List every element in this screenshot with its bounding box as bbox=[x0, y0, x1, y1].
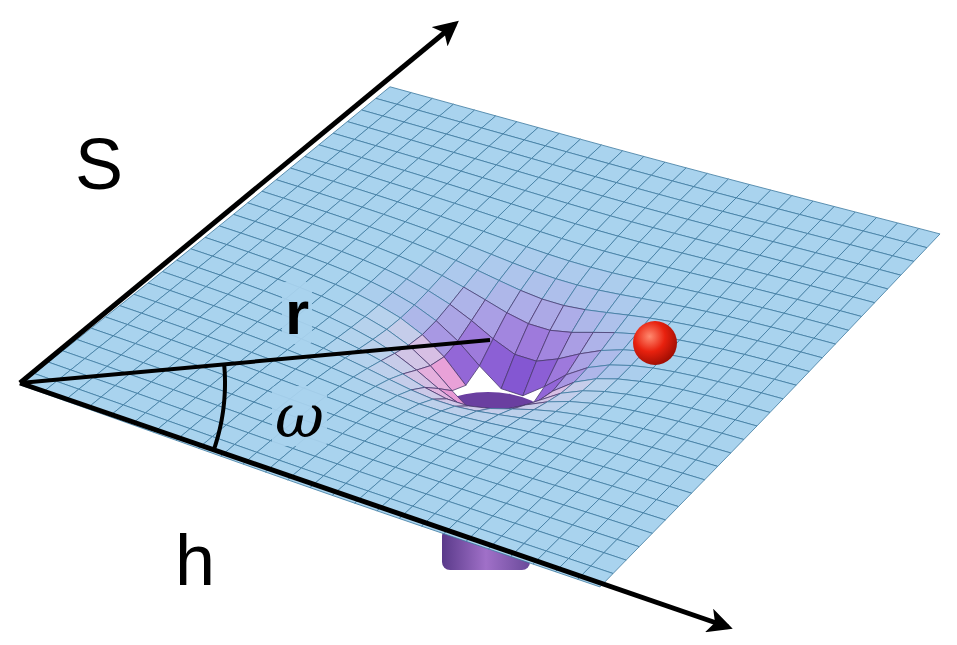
axis-label: S bbox=[72, 128, 126, 200]
curved-grid bbox=[20, 87, 940, 587]
angle-label: ω bbox=[272, 386, 327, 446]
h-axis-arrow bbox=[20, 383, 728, 627]
vector-label: r bbox=[282, 282, 312, 344]
mass-ball bbox=[633, 321, 677, 365]
r-vector-line bbox=[20, 340, 490, 383]
axis-label: h bbox=[172, 524, 218, 596]
s-axis-arrow bbox=[20, 24, 455, 383]
angle-arc bbox=[214, 364, 225, 450]
